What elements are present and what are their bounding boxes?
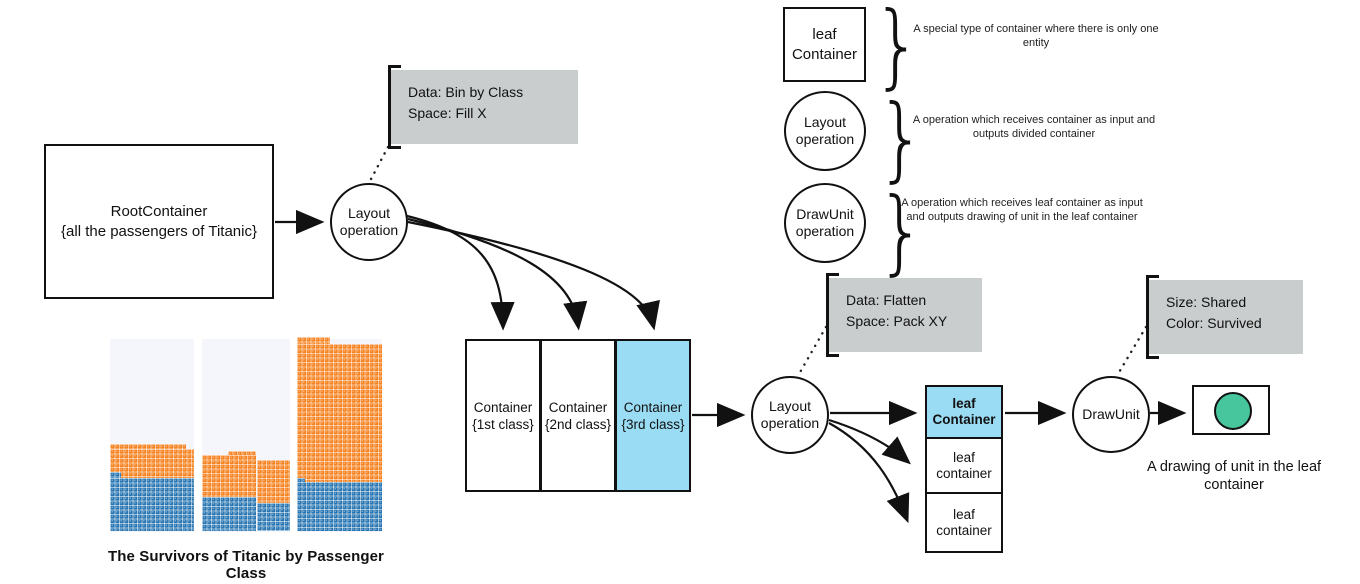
orange-block [257,460,290,503]
leaf1-line2: Container [932,412,996,427]
arrow-op1-to-container3 [407,220,660,331]
bracket-icon [826,273,839,357]
note3-line2: Color: Survived [1166,315,1262,331]
container-2nd-class: Container {2nd class} [540,339,616,492]
legend-leaf-description: A special type of container where there … [913,23,1159,49]
layout-operation-1-circle: Layout operation [330,183,408,261]
note1-line1: Data: Bin by Class [408,84,524,100]
note-flatten-pack-xy: Data: Flatten Space: Pack XY [826,273,982,357]
orange-block [202,455,256,497]
container3-line1: Container [623,399,683,415]
layout-op1-line1: Layout [347,205,391,221]
leaf1-line1: leaf [952,396,976,411]
blue-block [110,478,194,531]
leaf-container-3: leaf container [925,492,1003,553]
legend-leaf-line1: leaf [812,25,837,43]
dotted-note3-to-drawunit [1116,325,1148,376]
container2-line2: {2nd class} [544,416,612,432]
unit-caption-line1: A drawing of unit in the leaf [1146,459,1322,475]
layout-op2-line1: Layout [768,398,812,414]
arrow-op1-to-container2 [407,217,588,331]
note-bin-by-class: Data: Bin by Class Space: Fill X [388,65,578,149]
arrow-op2-to-leaf2 [828,418,911,465]
root-container-subtitle: {all the passengers of Titanic} [61,222,257,240]
blue-block [297,482,382,531]
blue-block [297,478,305,483]
note2-line1: Data: Flatten [846,292,927,308]
legend-leaf-container-box: leaf Container [783,7,866,82]
drawunit-label: DrawUnit [1082,406,1140,422]
blue-block [257,503,290,531]
container-1st-class: Container {1st class} [465,339,541,492]
note3-line1: Size: Shared [1166,294,1247,310]
dotted-note2-to-op2 [797,325,828,376]
chart-caption: The Survivors of Titanic by Passenger Cl… [107,548,384,582]
unit-dot-icon [1214,392,1252,430]
legend-layout-operation-circle: Layout operation [784,91,866,171]
leaf2-line1: leaf [953,449,975,465]
leaf-container-selected: leaf Container [925,385,1003,439]
container1-line2: {1st class} [472,416,534,432]
unit-drawing-caption: A drawing of unit in the leaf container [1105,458,1360,494]
legend-layout-description: A operation which receives container as … [912,114,1156,140]
arrow-op2-to-leaf3 [828,422,910,524]
layout-operation-2-circle: Layout operation [751,376,829,454]
brace-icon: } [876,178,927,285]
chart-column-1st-class [110,339,194,532]
brace-icon: } [872,0,923,99]
note1-line2: Space: Fill X [408,105,487,121]
legend-drawunit-operation-circle: DrawUnit operation [784,183,866,263]
leaf2-line2: container [936,465,992,481]
blue-block [110,472,121,478]
legend-drawunit-description: A operation which receives leaf containe… [901,197,1143,223]
bracket-icon [1146,275,1159,359]
subcolumn-divider [255,455,257,531]
bracket-icon [388,65,401,149]
root-container-box: RootContainer {all the passengers of Tit… [44,144,274,299]
brace-icon: } [876,85,927,192]
chart-column-3rd-class [297,337,382,532]
chart-column-2nd-class [202,339,290,532]
container2-line1: Container [548,399,608,415]
layout-op2-line2: operation [760,415,820,431]
leaf3-line1: leaf [953,506,975,522]
dotted-note1-to-op1 [368,145,390,183]
container-3rd-class: Container {3rd class} [615,339,691,492]
legend-layout-line1: Layout [803,114,847,130]
legend-layout-line2: operation [795,131,855,147]
container1-line1: Container [473,399,533,415]
blue-block [202,497,256,531]
arrow-op1-to-container1 [406,214,515,331]
layout-op1-line2: operation [339,222,399,238]
legend-drawunit-line1: DrawUnit [796,206,854,222]
leaf-container-2: leaf container [925,436,1003,495]
note-size-color: Size: Shared Color: Survived [1146,275,1303,359]
legend-leaf-line2: Container [791,45,858,63]
unit-drawing-box [1192,385,1270,435]
leaf3-line2: container [936,522,992,538]
root-container-title: RootContainer [110,202,208,220]
legend-drawunit-line2: operation [795,223,855,239]
orange-block [297,344,382,482]
orange-block [297,337,330,345]
orange-block [110,449,194,478]
unit-caption-line2: container [1204,477,1264,493]
orange-block [228,451,256,456]
note2-line2: Space: Pack XY [846,313,948,329]
drawunit-circle: DrawUnit [1072,376,1150,453]
container3-line2: {3rd class} [621,416,685,432]
